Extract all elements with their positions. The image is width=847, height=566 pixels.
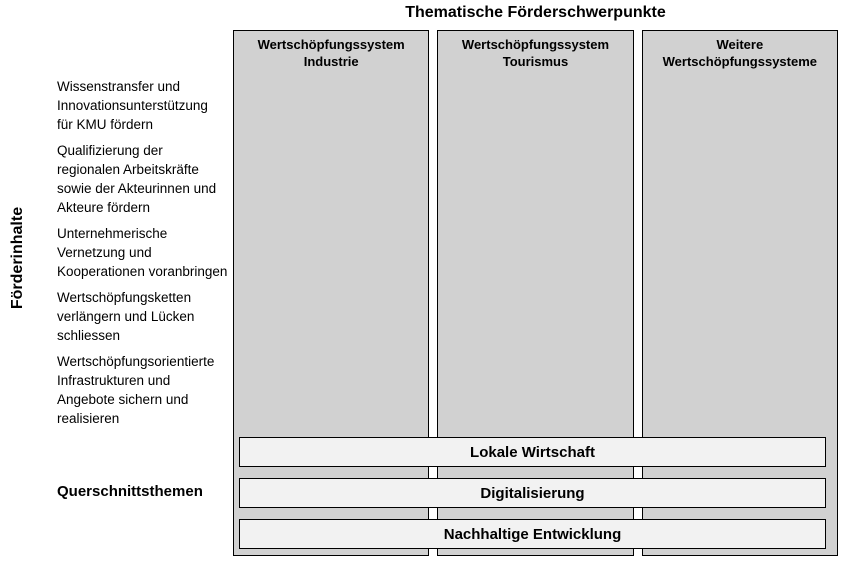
querschnittsthemen-label: Querschnittsthemen <box>57 483 203 500</box>
foerderinhalte-axis-label: Förderinhalte <box>9 206 26 310</box>
column-header: Wertschöpfungssystem Tourismus <box>461 37 610 69</box>
column-weitere-wertschoepfungssysteme: Weitere Wertschöpfungssysteme <box>641 30 838 556</box>
column-wertschoepfungssystem-tourismus: Wertschöpfungssystem Tourismus <box>437 30 634 556</box>
cross-bar-lokale-wirtschaft: Lokale Wirtschaft <box>239 437 826 467</box>
funding-item-infrastrukturen: Wertschöpfungsorientierte Infrastrukture… <box>57 354 215 426</box>
column-header: Weitere Wertschöpfungssysteme <box>662 37 817 69</box>
figure-title: Thematische Förderschwerpunkte <box>405 4 666 21</box>
funding-item-vernetzung: Unternehmerische Vernetzung und Kooperat… <box>57 226 228 279</box>
funding-item-qualifizierung: Qualifizierung der regionalen Arbeitskrä… <box>57 143 217 215</box>
cross-bar-digitalisierung: Digitalisierung <box>239 478 826 508</box>
funding-items-list: Wissenstransfer und Innovationsunterstüt… <box>57 77 237 428</box>
cross-bar-label: Lokale Wirtschaft <box>470 443 595 461</box>
cross-bar-label: Nachhaltige Entwicklung <box>443 525 622 543</box>
funding-item-wissenstransfer: Wissenstransfer und Innovationsunterstüt… <box>57 79 208 132</box>
cross-bar-label: Digitalisierung <box>480 484 585 502</box>
thematic-columns-container: Wertschöpfungssystem Industrie Wertschöp… <box>233 30 838 556</box>
funding-item-wertschoepfungsketten: Wertschöpfungsketten verlängern und Lück… <box>57 290 195 343</box>
column-header: Wertschöpfungssystem Industrie <box>257 37 405 69</box>
cross-bar-nachhaltige-entwicklung: Nachhaltige Entwicklung <box>239 519 826 549</box>
column-wertschoepfungssystem-industrie: Wertschöpfungssystem Industrie <box>233 30 430 556</box>
